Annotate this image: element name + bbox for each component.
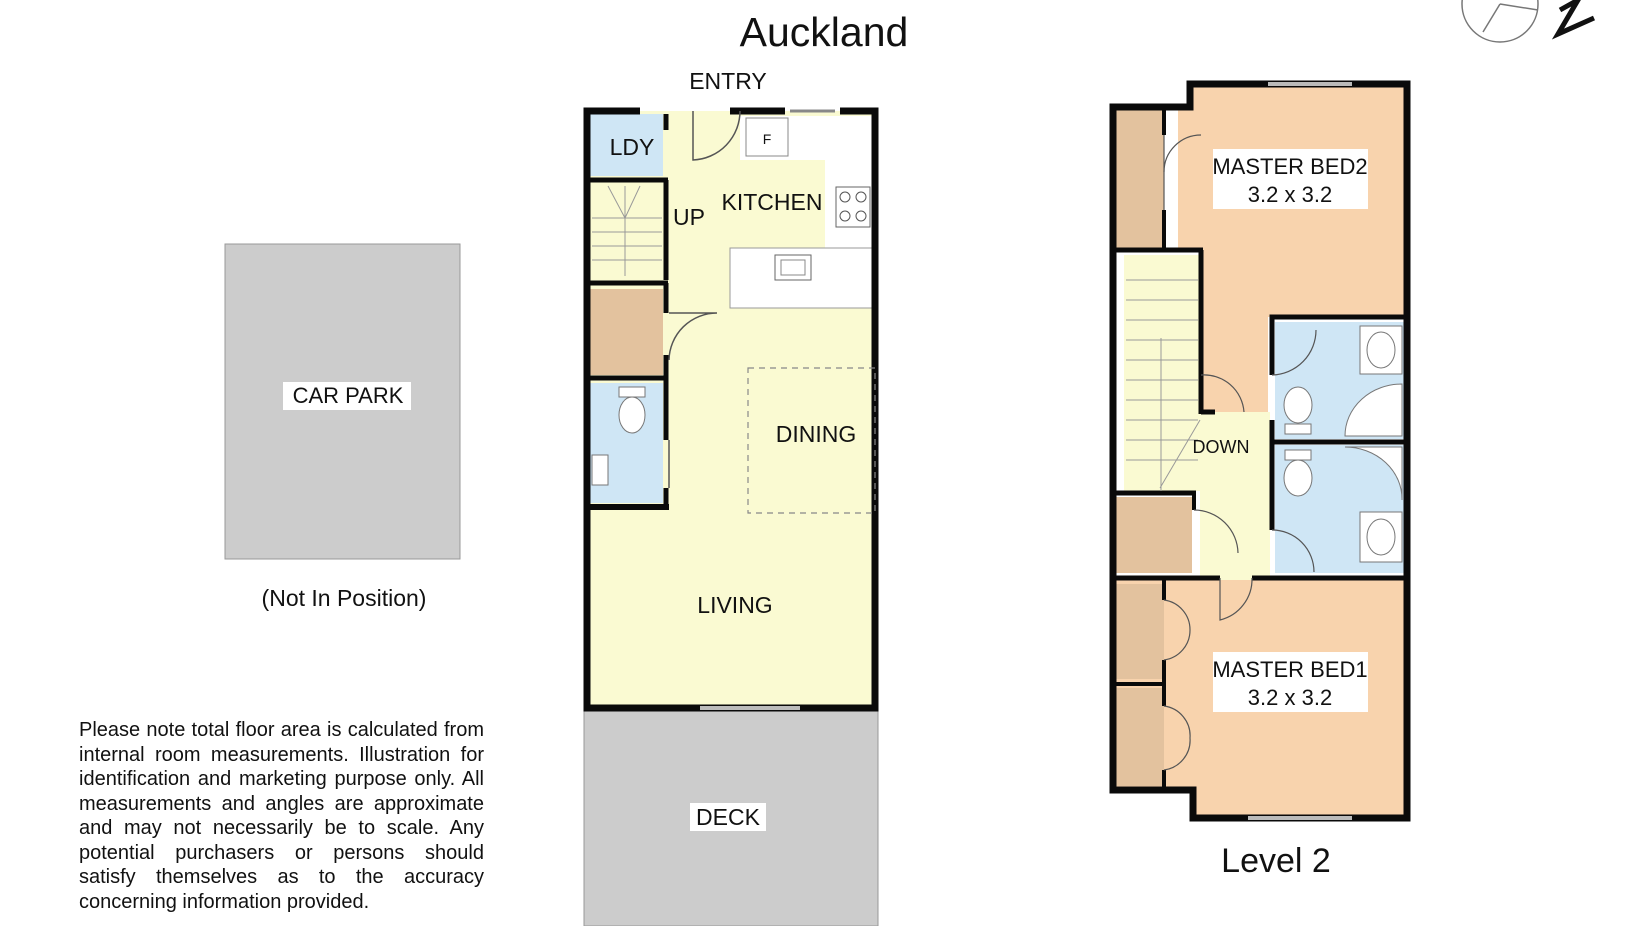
wardrobe1b-door-swing — [1163, 705, 1191, 771]
disclaimer-text: Please note total floor area is calculat… — [79, 719, 484, 913]
ensuite-top-door-swing — [1271, 329, 1317, 376]
car-park-label: CAR PARK — [293, 383, 404, 408]
toilet-icon — [618, 386, 646, 434]
entry-label: ENTRY — [689, 68, 767, 94]
level2-plan: MASTER BED2 3.2 x 3.2 MASTER BED1 3.2 x … — [1109, 80, 1411, 880]
living-label: LIVING — [697, 592, 772, 618]
ensuite-bottom-door-swing — [1271, 529, 1315, 573]
master-bed2-size: 3.2 x 3.2 — [1248, 182, 1332, 207]
bed1-door-swing — [1219, 577, 1253, 621]
bed2-door-swing — [1200, 374, 1245, 413]
wardrobe-bed2 — [1116, 110, 1164, 250]
stairs-down-label: DOWN — [1193, 437, 1250, 457]
stair-treads — [592, 185, 662, 276]
toilet-icon — [1283, 386, 1313, 435]
sink-icon — [774, 254, 812, 281]
bed1-label-bg — [1213, 652, 1368, 712]
basin-icon — [1359, 511, 1403, 563]
dining-label: DINING — [776, 421, 857, 447]
hallway-area — [1200, 412, 1270, 580]
wardrobe-bed1-b — [1116, 688, 1164, 786]
stairs-area — [590, 183, 663, 279]
toilet-icon — [1283, 449, 1313, 497]
compass-north-arrow-icon — [1461, 0, 1596, 43]
level2-stair-treads — [1126, 279, 1201, 491]
level2-stairs-area — [1124, 255, 1200, 491]
shower-icon — [1344, 446, 1403, 501]
kitchen-label: KITCHEN — [722, 189, 823, 215]
basin-icon — [1359, 325, 1403, 375]
deck-label-bg — [690, 803, 766, 831]
ground-floor-plan: DECK — [583, 107, 879, 926]
car-park-label-bg — [283, 382, 411, 410]
wardrobe-bed1-a — [1116, 584, 1164, 679]
master-bed2-label: MASTER BED2 — [1212, 154, 1367, 179]
laundry-label: LDY — [610, 134, 655, 160]
ensuite-top-wall — [1269, 314, 1407, 375]
wardrobe1a-door-swing — [1163, 599, 1191, 661]
page-title: Auckland — [740, 9, 909, 55]
storage-door-swing — [668, 312, 718, 361]
wardrobe2-door-swing — [1163, 134, 1202, 173]
bed2-label-bg — [1213, 149, 1368, 209]
storage-closet — [590, 289, 663, 375]
linen-door-swing — [1193, 509, 1239, 554]
dining-zone-outline — [747, 367, 876, 514]
fridge-label: F — [763, 131, 772, 147]
entry-door-swing — [692, 110, 741, 161]
fridge-icon — [745, 117, 789, 157]
laundry-room — [590, 114, 663, 176]
stairs-up-label: UP — [673, 204, 705, 230]
master-bed1-size: 3.2 x 3.2 — [1248, 685, 1332, 710]
car-park-note: (Not In Position) — [262, 585, 427, 611]
shower-icon — [1344, 383, 1403, 437]
level2-caption: Level 2 — [1221, 842, 1331, 880]
basin-icon — [591, 454, 609, 486]
master-bed1-label: MASTER BED1 — [1212, 657, 1367, 682]
deck-label: DECK — [696, 804, 761, 830]
stove-icon — [835, 186, 871, 228]
linen-cupboard — [1116, 497, 1192, 573]
